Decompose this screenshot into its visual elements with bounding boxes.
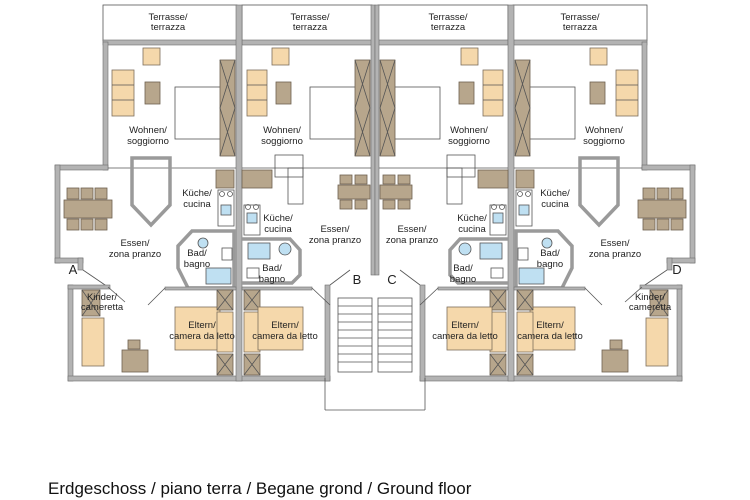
svg-text:C: C xyxy=(387,272,396,287)
svg-text:Küche/cucina: Küche/cucina xyxy=(457,213,487,235)
left-wing xyxy=(53,3,377,412)
svg-text:Bad/bagno: Bad/bagno xyxy=(450,263,476,285)
svg-text:Eltern/camera da letto: Eltern/camera da letto xyxy=(517,320,582,342)
svg-text:Wohnen/soggiorno: Wohnen/soggiorno xyxy=(261,125,303,147)
svg-text:Küche/cucina: Küche/cucina xyxy=(263,213,293,235)
svg-text:Terrasse/terrazza: Terrasse/terrazza xyxy=(148,12,187,33)
svg-text:Wohnen/soggiorno: Wohnen/soggiorno xyxy=(127,125,169,147)
right-wing xyxy=(373,3,697,412)
svg-text:Essen/zona pranzo: Essen/zona pranzo xyxy=(589,238,641,260)
svg-text:Essen/zona pranzo: Essen/zona pranzo xyxy=(109,238,161,260)
svg-text:Terrasse/terrazza: Terrasse/terrazza xyxy=(560,12,599,33)
svg-text:Bad/bagno: Bad/bagno xyxy=(537,248,563,270)
svg-text:Eltern/camera da letto: Eltern/camera da letto xyxy=(252,320,317,342)
svg-text:Wohnen/soggiorno: Wohnen/soggiorno xyxy=(583,125,625,147)
svg-text:Terrasse/terrazza: Terrasse/terrazza xyxy=(290,12,329,33)
unit-4-labels: Terrasse/terrazza Wohnen/soggiorno Küche… xyxy=(517,12,681,342)
svg-text:Bad/bagno: Bad/bagno xyxy=(184,248,210,270)
svg-text:Essen/zona pranzo: Essen/zona pranzo xyxy=(309,224,361,246)
svg-text:Eltern/camera da letto: Eltern/camera da letto xyxy=(432,320,497,342)
unit-1-labels: Terrasse/terrazza Wohnen/soggiorno Küche… xyxy=(69,12,235,342)
svg-text:B: B xyxy=(353,272,362,287)
svg-text:Küche/cucina: Küche/cucina xyxy=(540,188,570,210)
svg-text:A: A xyxy=(69,262,78,277)
svg-text:Bad/bagno: Bad/bagno xyxy=(259,263,285,285)
unit-2-labels: Terrasse/terrazza Wohnen/soggiorno Küche… xyxy=(252,12,361,342)
svg-text:Wohnen/soggiorno: Wohnen/soggiorno xyxy=(448,125,490,147)
svg-text:Küche/cucina: Küche/cucina xyxy=(182,188,212,210)
svg-text:D: D xyxy=(672,262,681,277)
unit-3-labels: Terrasse/terrazza Wohnen/soggiorno Küche… xyxy=(386,12,498,342)
svg-text:Kinder/cameretta: Kinder/cameretta xyxy=(629,292,672,313)
svg-text:Eltern/camera da letto: Eltern/camera da letto xyxy=(169,320,234,342)
svg-text:Terrasse/terrazza: Terrasse/terrazza xyxy=(428,12,467,33)
svg-text:Kinder/cameretta: Kinder/cameretta xyxy=(81,292,124,313)
svg-text:Essen/zona pranzo: Essen/zona pranzo xyxy=(386,224,438,246)
plan-caption: Erdgeschoss / piano terra / Begane grond… xyxy=(48,479,472,498)
